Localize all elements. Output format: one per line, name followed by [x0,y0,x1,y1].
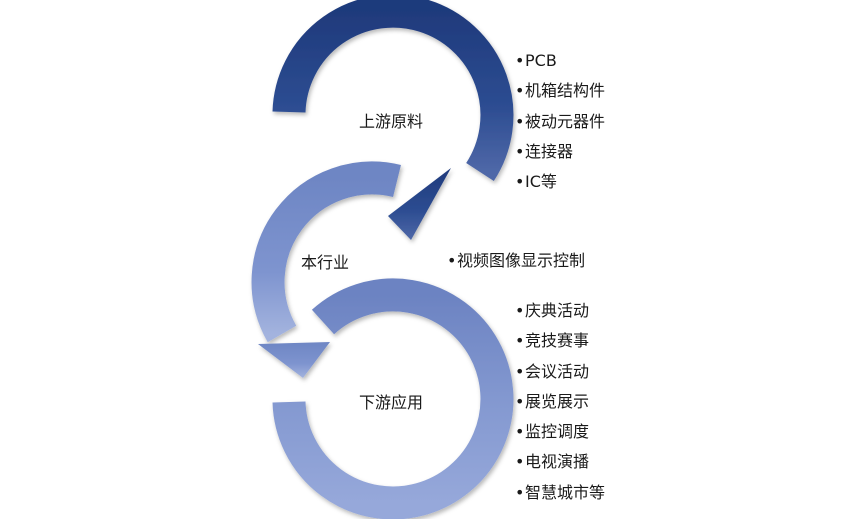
list-item: 竞技赛事 [515,331,605,361]
list-item: 被动元器件 [515,112,605,142]
list-item: 机箱结构件 [515,81,605,111]
industry-item: 视频图像显示控制 [447,251,585,271]
industry-circular-arrow [251,161,401,378]
upstream-circular-arrow [272,0,514,240]
upstream-item-list: PCB 机箱结构件 被动元器件 连接器 IC等 [515,51,605,202]
list-item: 会议活动 [515,362,605,392]
list-item: 监控调度 [515,422,605,452]
upstream-label: 上游原料 [359,112,424,131]
downstream-label: 下游应用 [359,393,424,412]
industry-label: 本行业 [301,253,350,272]
list-item: IC等 [515,172,605,202]
downstream-circular-arrow [272,278,514,519]
list-item: 智慧城市等 [515,483,605,513]
downstream-item-list: 庆典活动 竞技赛事 会议活动 展览展示 监控调度 电视演播 智慧城市等 [515,301,605,513]
list-item: 连接器 [515,142,605,172]
list-item: 庆典活动 [515,301,605,331]
list-item: PCB [515,51,605,81]
list-item: 展览展示 [515,392,605,422]
list-item: 电视演播 [515,452,605,482]
